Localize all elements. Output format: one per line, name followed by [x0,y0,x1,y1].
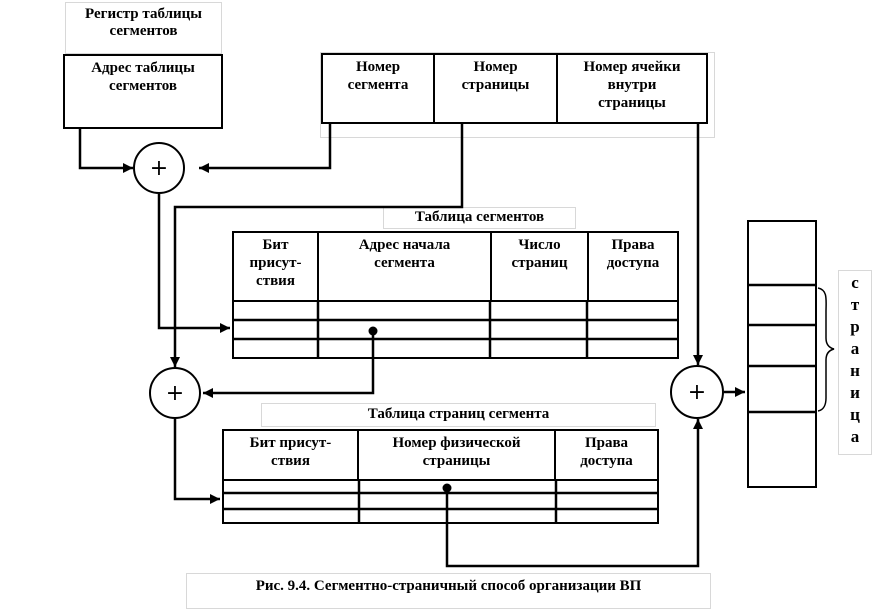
segment-table: Бит присут- ствия Адрес начала сегмента … [232,231,679,359]
physical-memory [747,220,817,488]
page-number-field: Номер страницы [435,55,558,122]
arrow-adder2-to-page-table [173,419,220,504]
plus-sign: + [687,379,707,405]
adder-physical-address: + [670,365,724,419]
plus-sign: + [165,380,185,406]
page-col-frame-number: Номер физической страницы [359,431,556,481]
arrow-register-to-adder1 [78,129,133,173]
page-label-letter: а [850,339,860,358]
page-label-frame [838,270,872,455]
page-label-letter: т [850,295,860,314]
segment-table-title-frame [383,207,576,229]
figure-caption: Рис. 9.4. Сегментно-страничный способ ор… [255,578,642,594]
segment-number-field: Номер сегмента [323,55,435,122]
page-label-letter: а [850,427,860,446]
arrow-segment-entry-to-adder2 [203,331,375,398]
page-brace [817,287,835,412]
page-label-letter: с [851,273,859,292]
virtual-address-frame [320,52,715,138]
page-table-title: Таблица страниц сегмента [367,406,550,422]
plus-sign: + [149,155,169,181]
segment-col-pages: Число страниц [492,233,589,302]
segment-table-entry-dot [368,326,378,336]
adder-page-table-address: + [149,367,201,419]
page-table-entry-dot [442,483,452,493]
page-table-title-frame [261,403,656,427]
caption-frame [186,573,711,609]
arrow-page-number-to-adder2 [170,124,464,367]
page-label-letter: ц [850,405,860,424]
virtual-address: Номер сегмента Номер страницы Номер ячей… [321,53,708,124]
page-label-letter: р [850,317,860,336]
page-col-access: Права доступа [556,431,657,481]
segment-col-access: Права доступа [589,233,677,302]
register-caption: Регистр таблицы сегментов [85,6,202,39]
page-label-letter: н [850,361,860,380]
segment-col-address: Адрес начала сегмента [319,233,492,302]
register-caption-frame [65,2,222,54]
arrow-adder1-to-segment-table [157,194,230,333]
adder-segment-table-address: + [133,142,185,194]
page-table: Бит присут- ствия Номер физической стран… [222,429,659,524]
page-label-letter: и [850,383,860,402]
segment-table-address-cell: Адрес таблицы сегментов [91,60,195,94]
arrow-segment-number-to-adder1 [199,124,332,173]
arrow-page-entry-to-adder3 [445,419,703,568]
cell-number-field: Номер ячейки внутри страницы [583,59,681,111]
page-col-presence: Бит присут- ствия [224,431,359,481]
segment-col-presence: Бит присут- ствия [234,233,319,302]
segment-table-title: Таблица сегментов [414,209,545,225]
segment-table-register: Адрес таблицы сегментов [63,54,223,129]
